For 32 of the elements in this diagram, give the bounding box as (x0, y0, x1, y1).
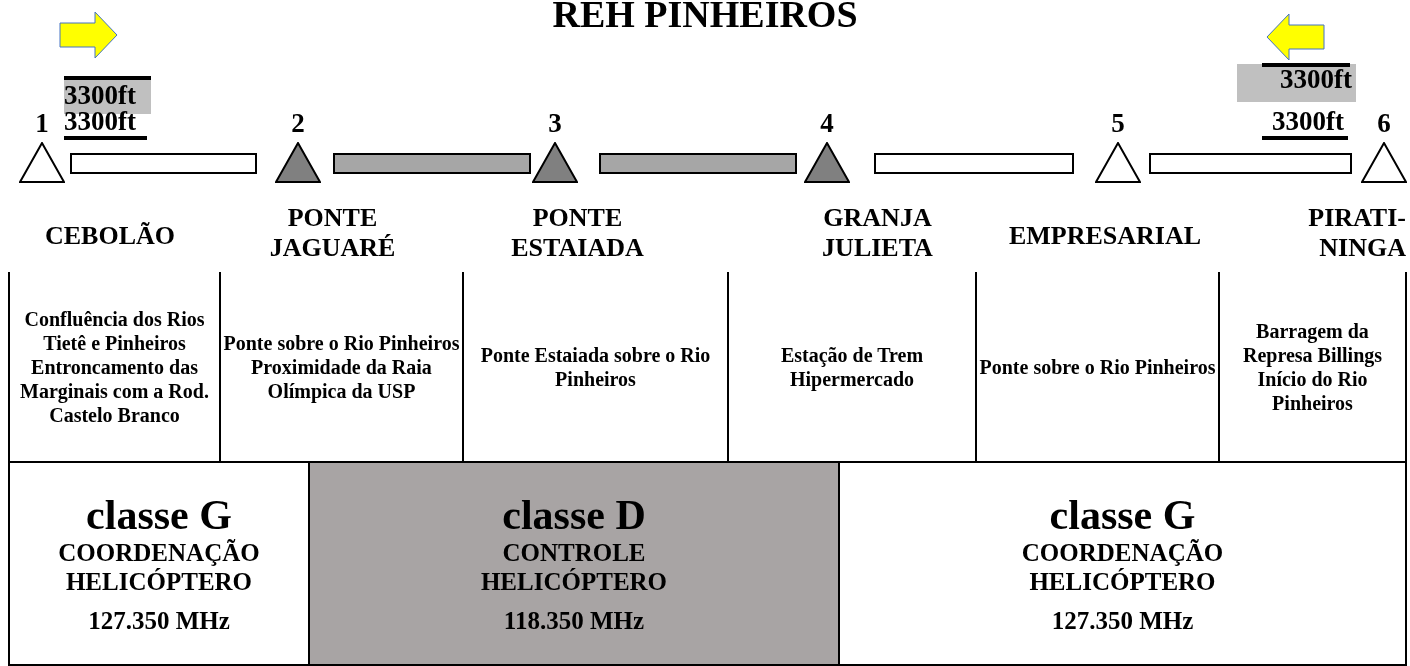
station-number: 3 (547, 108, 563, 138)
segment-bar (874, 153, 1074, 174)
station-number: 5 (1110, 108, 1126, 138)
service-text: COORDENAÇÃO HELICÓPTERO (1020, 538, 1225, 596)
station-number: 2 (290, 108, 306, 138)
altitude-label: 3300ft (1262, 106, 1348, 140)
location-name: PONTE ESTAIADA (510, 203, 645, 263)
class-heading: classe G (86, 492, 232, 538)
airspace-class-cell (8, 461, 310, 666)
airspace-class-cell (838, 461, 1407, 666)
station-number: 4 (819, 108, 835, 138)
location-name: GRANJA JULIETA (821, 203, 934, 263)
service-text: COORDENAÇÃO HELICÓPTERO (57, 538, 261, 596)
frequency-text: 127.350 MHz (88, 606, 230, 635)
segment-bar (1149, 153, 1352, 174)
frequency-text: 118.350 MHz (503, 606, 645, 635)
segment-bar (599, 153, 797, 174)
station-number: 6 (1376, 108, 1392, 138)
airspace-class-cell (308, 461, 840, 666)
altitude-label: 3300ft (1237, 64, 1356, 102)
location-name: PONTE JAGUARÉ (268, 203, 397, 263)
segment-bar (70, 153, 257, 174)
location-name: CEBOLÃO (44, 221, 176, 251)
location-name: PIRATI- NINGA (1307, 203, 1407, 263)
segment-bar (333, 153, 531, 174)
service-text: CONTROLE HELICÓPTERO (479, 538, 669, 596)
station-number: 1 (34, 108, 50, 138)
class-heading: classe D (502, 492, 646, 538)
class-heading: classe G (1049, 492, 1196, 538)
title: REH PINHEIROS (551, 0, 859, 34)
frequency-text: 127.350 MHz (1051, 606, 1194, 635)
location-name: EMPRESARIAL (1007, 221, 1203, 251)
